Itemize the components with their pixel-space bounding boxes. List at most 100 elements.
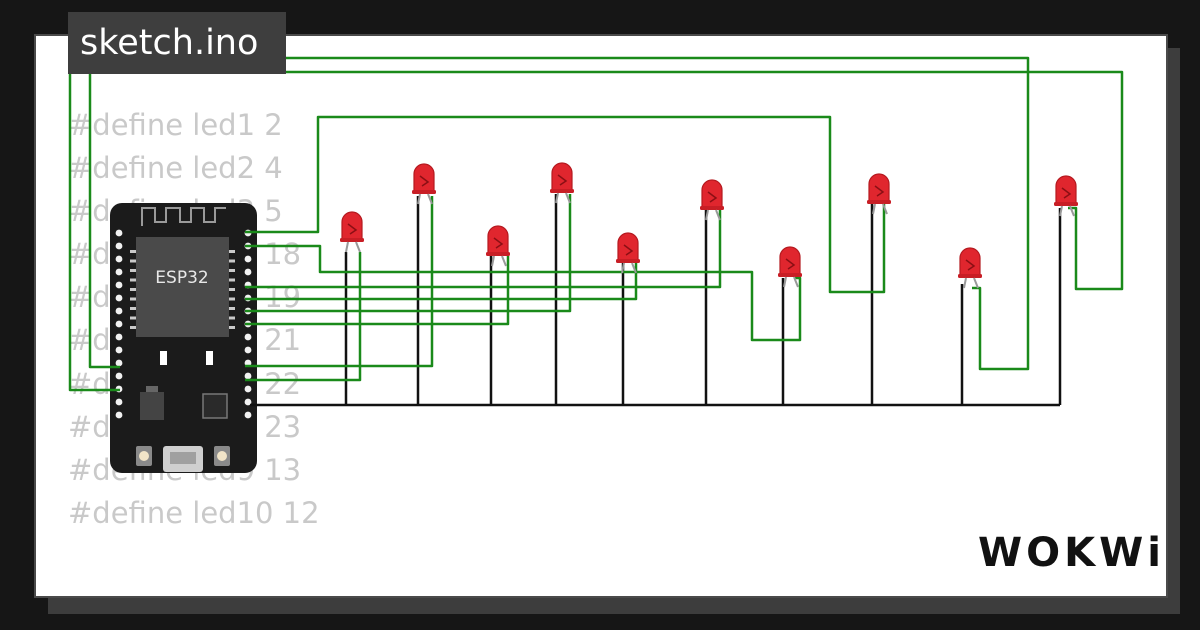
module-pad xyxy=(229,307,235,310)
red-led-icon[interactable] xyxy=(412,163,436,205)
gpio-pin[interactable] xyxy=(244,411,252,419)
module-pad xyxy=(229,297,235,301)
led-filament xyxy=(1061,187,1072,199)
gpio-pin[interactable] xyxy=(115,411,123,419)
led-rim xyxy=(486,252,510,256)
led-leg xyxy=(501,255,507,267)
led-leg xyxy=(555,192,559,204)
smd-component xyxy=(160,351,167,365)
gpio-pin[interactable] xyxy=(115,255,123,263)
led-body xyxy=(868,173,890,203)
signal-wire-led7[interactable] xyxy=(245,244,802,342)
led-filament xyxy=(347,223,358,235)
gpio-pin[interactable] xyxy=(115,268,123,276)
led-body xyxy=(413,163,435,193)
led-group xyxy=(340,162,1078,289)
led-leg xyxy=(963,277,967,289)
led-filament xyxy=(623,244,634,256)
red-led-icon[interactable] xyxy=(550,162,574,204)
signal-wire-led8[interactable] xyxy=(245,115,886,294)
file-tab[interactable]: sketch.ino xyxy=(68,12,286,74)
module-pad xyxy=(130,288,136,291)
gpio-pin[interactable] xyxy=(115,294,123,302)
code-line: #define led1 2 xyxy=(68,108,283,142)
led-filament xyxy=(419,175,430,187)
module-pad xyxy=(229,288,235,291)
led-leg xyxy=(1069,205,1075,217)
red-led-icon[interactable] xyxy=(867,173,891,215)
gpio-pin[interactable] xyxy=(244,255,252,263)
led-leg xyxy=(705,209,709,221)
gpio-pin[interactable] xyxy=(244,398,252,406)
led-filament xyxy=(707,191,718,203)
gpio-pin[interactable] xyxy=(115,320,123,328)
signal-wire-led9[interactable] xyxy=(68,56,1030,392)
signal-wire-led10[interactable] xyxy=(88,70,1124,369)
antenna-icon xyxy=(141,207,226,226)
led-filament xyxy=(874,185,885,197)
gpio-pin[interactable] xyxy=(115,398,123,406)
led-leg xyxy=(882,203,888,215)
red-led-icon[interactable] xyxy=(778,246,802,288)
red-led-icon[interactable] xyxy=(340,211,364,253)
module-pad xyxy=(130,269,136,272)
module-pad xyxy=(130,316,136,320)
led-body xyxy=(701,179,723,209)
led-body xyxy=(341,211,363,241)
led-rim xyxy=(700,206,724,210)
chip-label: ESP32 xyxy=(155,268,208,288)
gpio-pin[interactable] xyxy=(115,281,123,289)
led-rim xyxy=(550,189,574,193)
gpio-pin[interactable] xyxy=(115,307,123,315)
usb-chip-icon xyxy=(202,393,228,419)
button-cap xyxy=(217,451,227,461)
signal-wire-led6[interactable] xyxy=(245,210,722,289)
gpio-pin[interactable] xyxy=(115,333,123,341)
led-leg xyxy=(427,193,433,205)
gpio-pin[interactable] xyxy=(244,385,252,393)
smd-component xyxy=(206,351,213,365)
gpio-pin[interactable] xyxy=(244,372,252,380)
signal-wire-led4[interactable] xyxy=(245,194,572,313)
led-rim xyxy=(958,274,982,278)
gpio-pin[interactable] xyxy=(115,346,123,354)
led-leg xyxy=(355,241,361,253)
wokwi-logo-icon[interactable]: WOKWi xyxy=(978,530,1165,576)
module-pad xyxy=(130,278,136,282)
gpio-pin[interactable] xyxy=(115,372,123,380)
gpio-pin[interactable] xyxy=(115,242,123,250)
code-line: #define led10 12 xyxy=(68,495,320,530)
red-led-icon[interactable] xyxy=(616,232,640,274)
led-leg xyxy=(631,262,637,274)
signal-wire-led1[interactable] xyxy=(245,252,362,382)
led-rim xyxy=(616,259,640,263)
led-leg xyxy=(345,241,349,253)
led-filament xyxy=(493,237,504,249)
led-leg xyxy=(1059,205,1063,217)
gpio-pin[interactable] xyxy=(244,333,252,341)
red-led-icon[interactable] xyxy=(958,247,982,289)
led-body xyxy=(487,225,509,255)
gpio-pin[interactable] xyxy=(115,359,123,367)
signal-wire-led5[interactable] xyxy=(245,262,638,301)
module-pad xyxy=(130,259,136,263)
module-pad xyxy=(130,250,136,253)
signal-wire-led3[interactable] xyxy=(245,256,510,326)
red-led-icon[interactable] xyxy=(486,225,510,267)
usb-port-inner xyxy=(170,452,196,464)
regulator-icon xyxy=(140,392,164,420)
red-led-icon[interactable] xyxy=(1054,175,1078,217)
led-leg xyxy=(872,203,876,215)
module-pad xyxy=(229,326,235,329)
led-rim xyxy=(867,200,891,204)
gpio-pin[interactable] xyxy=(244,268,252,276)
red-led-icon[interactable] xyxy=(700,179,724,221)
gpio-pin[interactable] xyxy=(244,359,252,367)
signal-wire-led2[interactable] xyxy=(245,196,434,368)
module-pad xyxy=(229,250,235,253)
gpio-pin[interactable] xyxy=(244,346,252,354)
gpio-pin[interactable] xyxy=(115,229,123,237)
led-leg xyxy=(417,193,421,205)
esp32-board[interactable]: ESP32 xyxy=(110,203,257,473)
led-body xyxy=(617,232,639,262)
